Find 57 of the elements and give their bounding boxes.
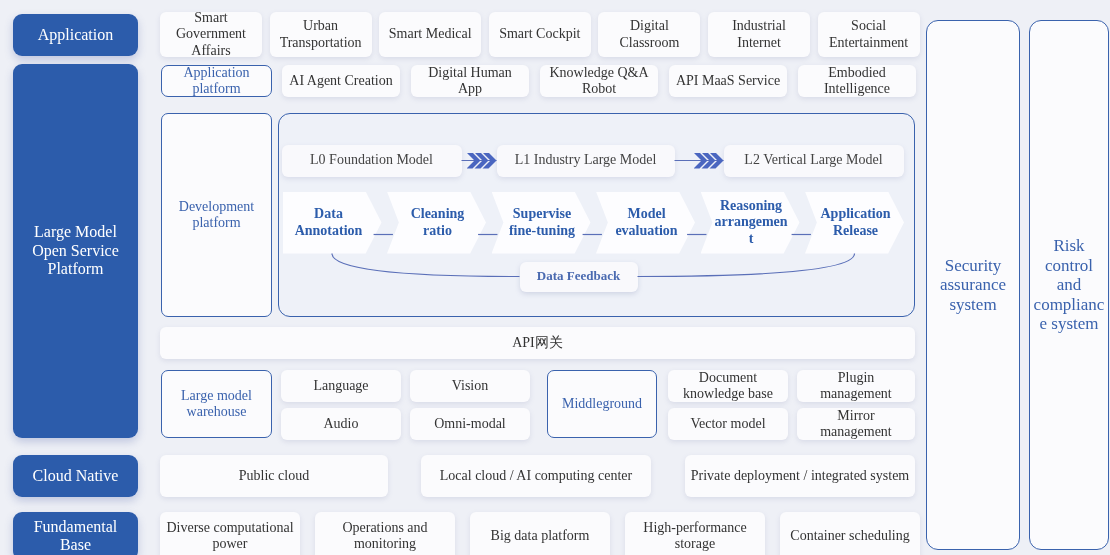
module-box: Vision bbox=[410, 370, 530, 402]
layer-label: Large Model Open Service Platform bbox=[13, 64, 138, 438]
application-scenario-box: Digital Classroom bbox=[598, 12, 701, 57]
connector-line bbox=[686, 233, 708, 236]
layer-label: Cloud Native bbox=[13, 455, 138, 497]
connector-line bbox=[477, 233, 499, 236]
process-panel bbox=[278, 113, 915, 317]
platform-box: Application platform bbox=[161, 65, 272, 97]
module-box: Omni-modal bbox=[410, 408, 530, 440]
module-box: Vector model bbox=[668, 408, 788, 440]
infrastructure-box: High-performance storage bbox=[625, 512, 765, 555]
model-stage-box: L2 Vertical Large Model bbox=[723, 144, 904, 177]
module-box: Plugin management bbox=[797, 370, 915, 402]
layer-label: Fundamental Base bbox=[13, 512, 138, 555]
module-box: Mirror management bbox=[797, 408, 915, 440]
deployment-box: Local cloud / AI computing center bbox=[421, 455, 651, 497]
connector-line bbox=[372, 233, 394, 236]
infrastructure-box: Diverse computational power bbox=[160, 512, 300, 555]
connector-line bbox=[582, 233, 603, 236]
module-box: Knowledge Q&A Robot bbox=[540, 65, 658, 97]
application-scenario-box: Industrial Internet bbox=[708, 12, 810, 57]
platform-box: Large model warehouse bbox=[161, 370, 272, 438]
module-box: Language bbox=[281, 370, 401, 402]
module-box: API MaaS Service bbox=[669, 65, 787, 97]
module-box: Digital Human App bbox=[411, 65, 529, 97]
side-column-box: Risk control and compliance system bbox=[1029, 20, 1109, 550]
gateway-bar: API网关 bbox=[160, 327, 915, 359]
application-scenario-box: Smart Medical bbox=[379, 12, 482, 57]
application-scenario-box: Smart Government Affairs bbox=[160, 12, 262, 57]
connector-line bbox=[636, 252, 856, 278]
process-step-box: Reasoning arrangement bbox=[700, 191, 800, 254]
model-stage-box: L1 Industry Large Model bbox=[496, 144, 675, 177]
connector-line bbox=[331, 252, 521, 278]
feedback-label-box: Data Feedback bbox=[519, 261, 638, 292]
deployment-box: Private deployment / integrated system bbox=[685, 455, 915, 497]
module-box: Embodied Intelligence bbox=[798, 65, 916, 97]
deployment-box: Public cloud bbox=[160, 455, 388, 497]
module-box: Audio bbox=[281, 408, 401, 440]
process-step-box: Model evaluation bbox=[596, 191, 695, 254]
process-step-box: Data Annotation bbox=[282, 191, 382, 254]
application-scenario-box: Urban Transportation bbox=[269, 12, 372, 57]
process-step-box: Application Release bbox=[805, 191, 904, 254]
process-step-box: Supervise fine-tuning bbox=[491, 191, 591, 254]
model-stage-box: L0 Foundation Model bbox=[281, 144, 462, 177]
application-scenario-box: Smart Cockpit bbox=[488, 12, 591, 57]
layer-label: Application bbox=[13, 14, 138, 56]
module-box: Document knowledge base bbox=[668, 370, 788, 402]
infrastructure-box: Operations and monitoring bbox=[315, 512, 455, 555]
side-column-box: Security assurance system bbox=[926, 20, 1020, 550]
process-step-box: Cleaning ratio bbox=[387, 191, 486, 254]
connector-line bbox=[791, 233, 812, 236]
infrastructure-box: Container scheduling bbox=[780, 512, 920, 555]
platform-box: Development platform bbox=[161, 113, 272, 317]
module-box: AI Agent Creation bbox=[282, 65, 400, 97]
application-scenario-box: Social Entertainment bbox=[817, 12, 920, 57]
platform-box: Middleground bbox=[547, 370, 657, 438]
infrastructure-box: Big data platform bbox=[470, 512, 610, 555]
